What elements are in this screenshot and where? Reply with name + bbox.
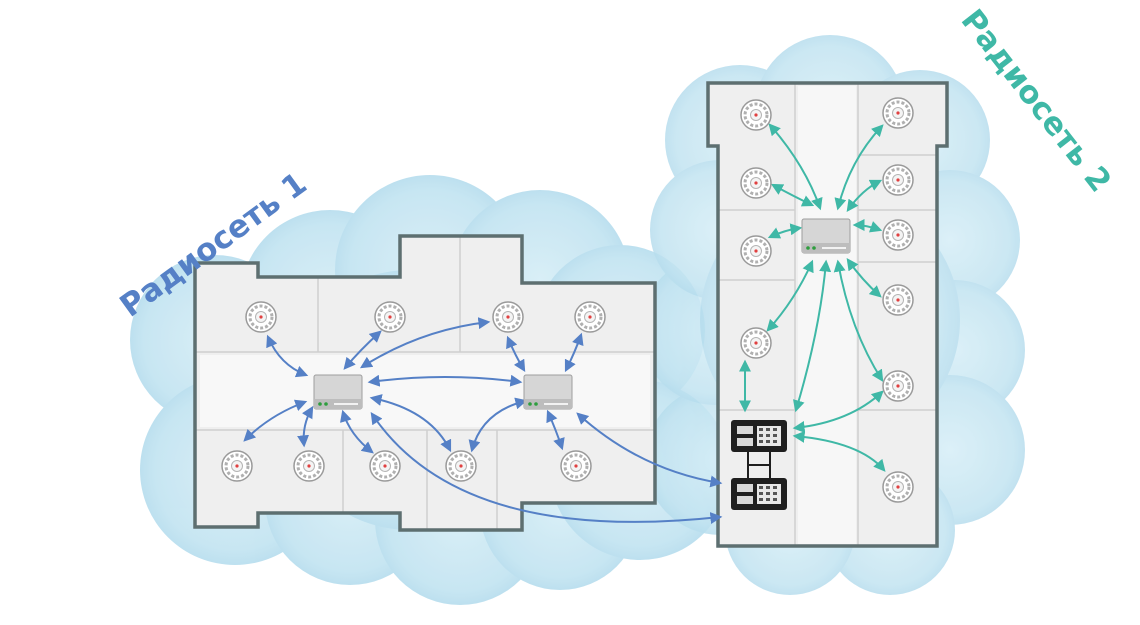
detector-icon <box>881 470 915 504</box>
detector-icon <box>292 449 326 483</box>
detector-icon <box>881 96 915 130</box>
detector-icon <box>244 300 278 334</box>
detector-icon <box>881 369 915 403</box>
detector-icon <box>739 234 773 268</box>
panel-icon <box>801 218 851 254</box>
detector-icon <box>368 449 402 483</box>
detector-icon <box>739 166 773 200</box>
network-1-links <box>243 317 723 524</box>
detector-icon <box>491 300 525 334</box>
control-unit-icon <box>731 478 787 510</box>
building-2 <box>706 81 949 548</box>
detector-icon <box>881 283 915 317</box>
detector-icon <box>881 163 915 197</box>
detector-icon <box>373 300 407 334</box>
detector-icon <box>881 218 915 252</box>
detector-icon <box>739 98 773 132</box>
network-2-links <box>739 123 886 472</box>
panel-icon <box>313 374 363 410</box>
control-unit-icon <box>731 420 787 452</box>
controller-link <box>747 452 771 478</box>
detector-icon <box>559 449 593 483</box>
detector-icon <box>444 449 478 483</box>
detector-icon <box>220 449 254 483</box>
panel-icon <box>523 374 573 410</box>
detector-icon <box>739 326 773 360</box>
detector-icon <box>573 300 607 334</box>
